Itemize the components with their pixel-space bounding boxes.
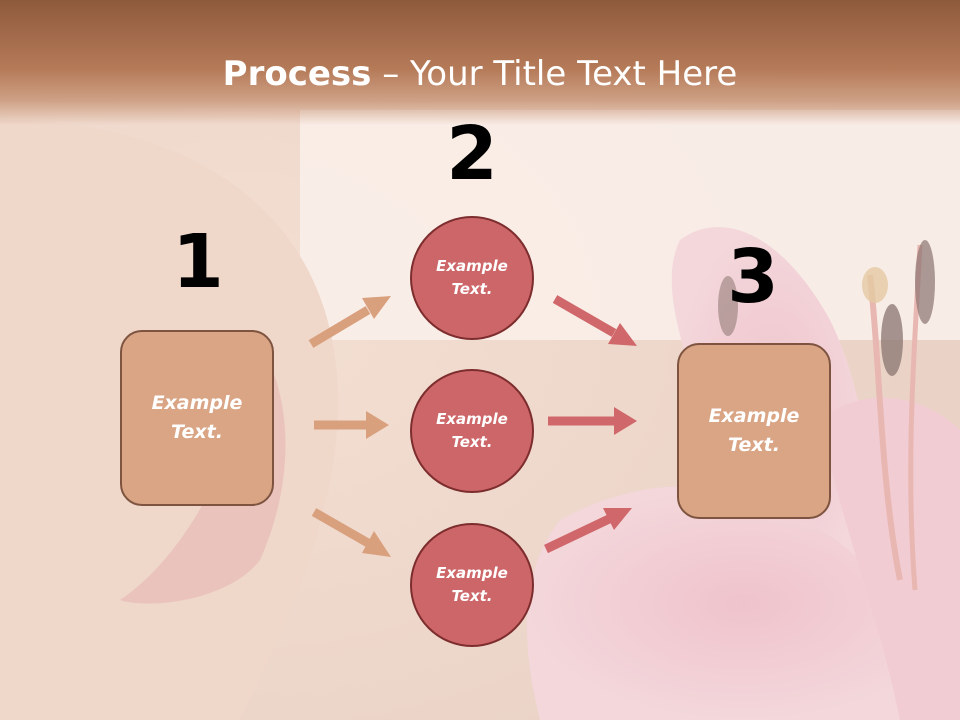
step-2-circle-middle-text: Example Text. xyxy=(436,410,508,451)
step-1-number: 1 xyxy=(172,219,224,305)
step-2-circle-bottom-text: Example Text. xyxy=(436,564,508,605)
step-2-circle-top-text: Example Text. xyxy=(436,257,508,298)
arrow-1-to-bottom xyxy=(311,508,391,557)
arrow-middle-to-3 xyxy=(548,407,637,435)
arrow-bottom-to-3 xyxy=(544,508,632,554)
arrow-1-to-top xyxy=(308,296,391,348)
step-2-number: 2 xyxy=(446,111,498,197)
step-3-text: Example Text. xyxy=(708,405,800,456)
title-rest: Your Title Text Here xyxy=(410,54,738,94)
arrow-top-to-3 xyxy=(552,295,637,346)
step-1-box[interactable]: Example Text. xyxy=(120,330,274,506)
title-dash: – xyxy=(371,54,411,94)
step-3-number: 3 xyxy=(727,234,779,320)
step-2-circle-middle[interactable]: Example Text. xyxy=(410,369,534,493)
title-band xyxy=(0,0,960,125)
step-1-text: Example Text. xyxy=(151,392,243,443)
arrow-1-to-middle xyxy=(314,411,389,439)
step-2-circle-bottom[interactable]: Example Text. xyxy=(410,523,534,647)
slide-title[interactable]: Process – Your Title Text Here xyxy=(0,52,960,96)
step-3-box[interactable]: Example Text. xyxy=(677,343,831,519)
step-2-circle-top[interactable]: Example Text. xyxy=(410,216,534,340)
title-bold: Process xyxy=(222,54,372,94)
